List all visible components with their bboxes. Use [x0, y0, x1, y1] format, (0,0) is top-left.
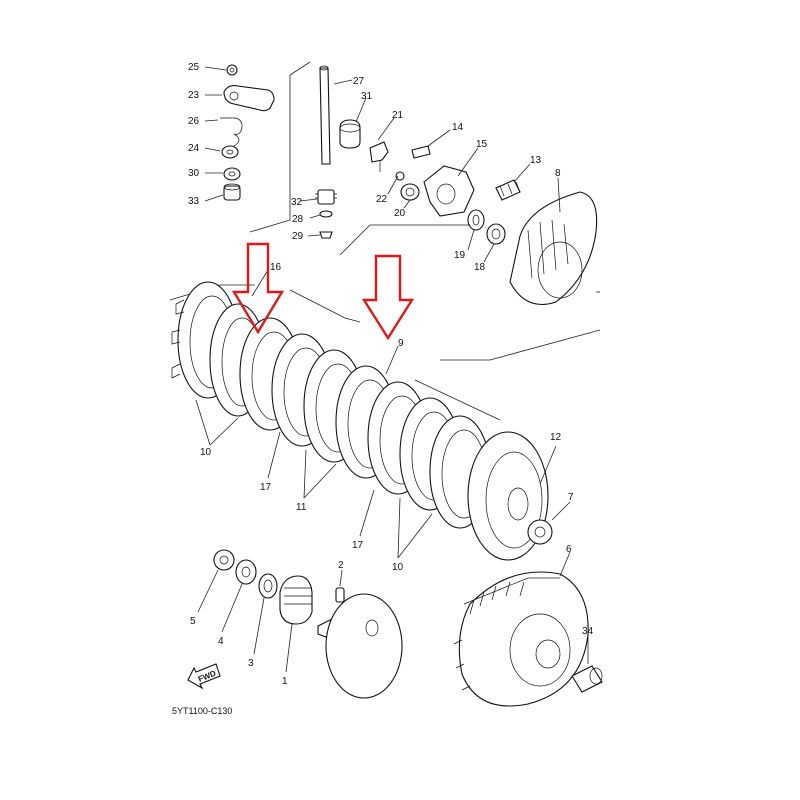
diagram-code: 5YT1100-C130	[172, 706, 232, 716]
push-lever-group: 25 23 26 24 30 33	[188, 61, 311, 233]
plate-row	[209, 303, 491, 529]
label-9: 9	[398, 338, 404, 349]
label-17a: 17	[260, 482, 272, 493]
label-16: 16	[270, 262, 282, 273]
label-23: 23	[188, 90, 200, 101]
part-22-ball	[395, 171, 405, 181]
part-34-spacer	[571, 665, 603, 693]
label-28: 28	[292, 214, 304, 225]
label-25: 25	[188, 62, 200, 73]
label-17b: 17	[352, 540, 364, 551]
label-14: 14	[452, 122, 464, 133]
label-1: 1	[282, 676, 288, 687]
push-rod-group: 27 31 32 28 29	[291, 65, 373, 242]
part-1-gear	[279, 575, 313, 625]
label-4: 4	[218, 636, 224, 647]
part-18-nut	[486, 223, 506, 245]
label-6: 6	[566, 544, 572, 555]
label-33: 33	[188, 196, 200, 207]
label-19: 19	[454, 250, 466, 261]
label-22: 22	[376, 194, 388, 205]
label-10b: 10	[392, 562, 404, 573]
part-24-seal	[221, 145, 239, 159]
label-8: 8	[555, 168, 561, 179]
label-15: 15	[476, 139, 488, 150]
primary-drive-group: 5 4 3 1 2 6 34	[190, 544, 603, 707]
part-31-ball	[339, 119, 361, 149]
part-2-key	[335, 587, 345, 603]
part-5-nut	[213, 549, 235, 571]
part-4-washer	[235, 559, 257, 585]
part-27-push-rod	[319, 67, 331, 165]
red-arrow-left	[231, 242, 285, 335]
part-6-clutch-housing	[453, 571, 589, 707]
label-27: 27	[353, 76, 365, 87]
label-21: 21	[392, 110, 404, 121]
part-28-washer	[319, 210, 333, 218]
label-34: 34	[582, 626, 594, 637]
part-32-gear	[317, 189, 335, 205]
part-15-plate	[423, 165, 475, 217]
part-20-bearing	[400, 183, 420, 201]
label-12: 12	[550, 432, 562, 443]
label-18: 18	[474, 262, 486, 273]
part-33-bushing	[223, 185, 241, 201]
primary-driven-disc	[325, 593, 403, 699]
label-31: 31	[361, 91, 373, 102]
label-24: 24	[188, 143, 200, 154]
label-13: 13	[530, 155, 542, 166]
part-30-bearing	[223, 167, 241, 181]
part-12-pressure-plate	[467, 431, 549, 561]
label-5: 5	[190, 616, 196, 627]
part-8-clutch-boss	[509, 191, 598, 306]
label-32: 32	[291, 197, 303, 208]
label-26: 26	[188, 116, 200, 127]
pressure-plate-group: 21 22 20 14 15 13 19 18 8	[339, 110, 600, 306]
part-14-bolt	[411, 145, 431, 159]
label-29: 29	[292, 231, 304, 242]
label-2: 2	[338, 560, 344, 571]
part-7-washer	[527, 519, 553, 545]
part-21-pin	[369, 141, 389, 163]
label-30: 30	[188, 168, 200, 179]
red-arrow-right	[361, 254, 415, 341]
fwd-arrow: FWD	[187, 663, 221, 690]
label-3: 3	[248, 658, 254, 669]
part-23-lever	[223, 85, 275, 112]
part-19-washer	[467, 209, 485, 231]
part-29-clip	[319, 231, 333, 239]
part-25-nut	[226, 64, 238, 76]
label-10a: 10	[200, 447, 212, 458]
clutch-plate-stack: 16 9 10 17 11 17 10 12 7	[169, 262, 601, 573]
label-20: 20	[394, 208, 406, 219]
label-7: 7	[568, 492, 574, 503]
part-3-circlip	[258, 573, 278, 599]
label-11: 11	[296, 502, 307, 513]
